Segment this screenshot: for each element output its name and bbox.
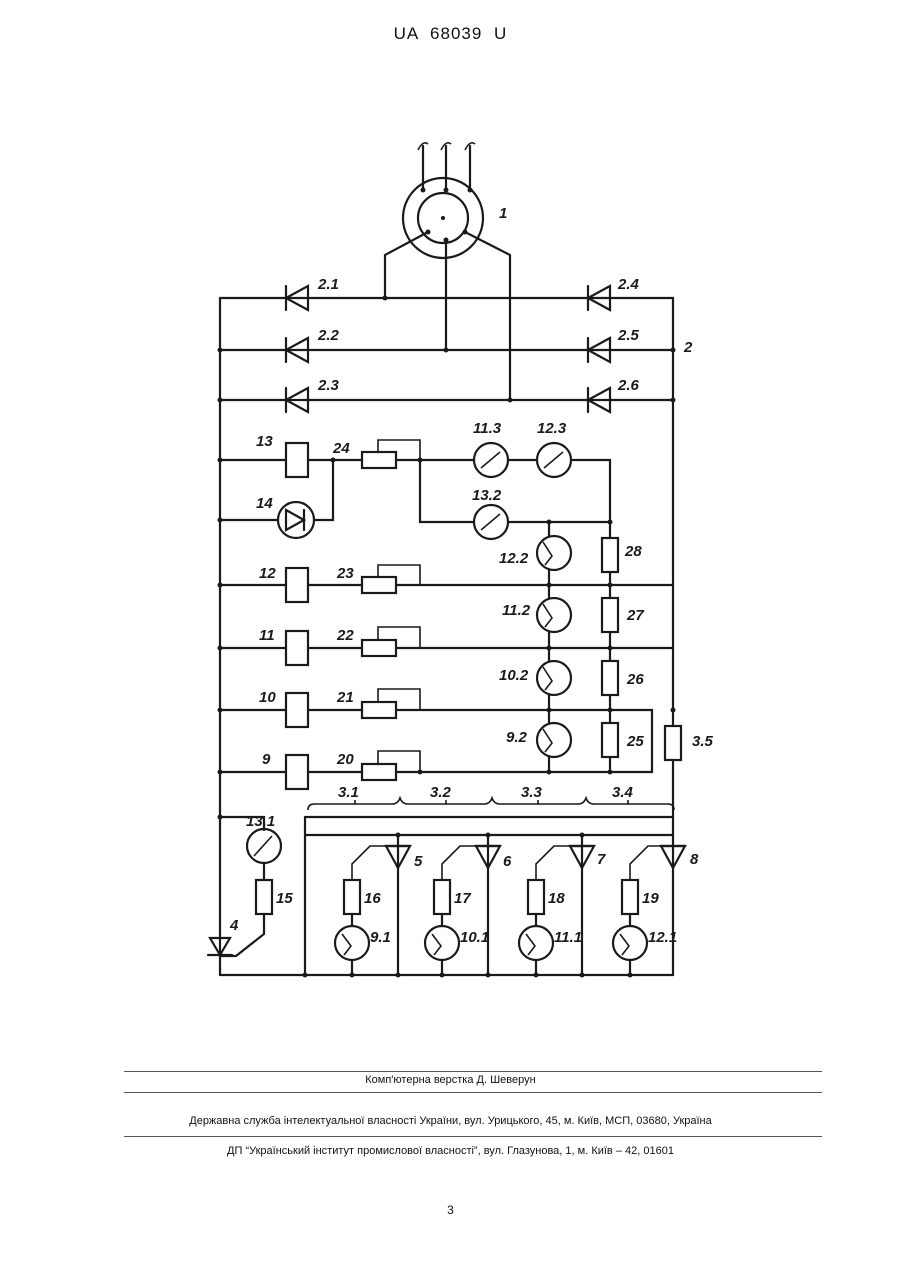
label-k9: 9 <box>262 751 271 768</box>
label-b33: 3.3 <box>521 784 543 801</box>
label-k13: 13 <box>256 433 273 450</box>
label-d6: 6 <box>503 853 512 870</box>
label-r24: 24 <box>332 440 350 457</box>
page-number: 3 <box>0 1203 901 1217</box>
label-r20: 20 <box>336 751 354 768</box>
contact-column <box>537 522 681 975</box>
label-d21: 2.1 <box>317 276 339 293</box>
label-d25: 2.5 <box>617 327 640 344</box>
label-d26: 2.6 <box>617 377 640 394</box>
label-bridge: 2 <box>683 339 693 356</box>
label-k12: 12 <box>259 565 276 582</box>
label-r18: 18 <box>548 890 565 907</box>
label-d24: 2.4 <box>617 276 640 293</box>
label-r35: 3.5 <box>692 733 714 750</box>
label-d23: 2.3 <box>317 377 340 394</box>
label-d4: 4 <box>229 917 239 934</box>
label-s92: 9.2 <box>506 729 528 746</box>
label-s132: 13.2 <box>472 487 502 504</box>
label-r22: 22 <box>336 627 354 644</box>
footer-divider-middle <box>124 1092 822 1093</box>
unit-8 <box>613 846 685 975</box>
label-s131: 13.1 <box>246 813 275 830</box>
label-s123: 12.3 <box>537 420 567 437</box>
label-d5: 5 <box>414 853 423 870</box>
label-s112: 11.2 <box>502 602 531 619</box>
label-b32: 3.2 <box>430 784 452 801</box>
label-s111: 11.1 <box>554 929 582 946</box>
label-s113: 11.3 <box>473 420 502 437</box>
motor-symbol <box>385 143 510 400</box>
label-d7: 7 <box>597 851 606 868</box>
label-r21: 21 <box>336 689 354 706</box>
label-k11: 11 <box>259 627 275 644</box>
label-r19: 19 <box>642 890 659 907</box>
circuit-diagram: 1 2.1 2.2 2.3 2.4 2.5 2.6 2 <box>0 0 901 1030</box>
label-motor: 1 <box>499 205 507 222</box>
footer-divider-bottom <box>124 1136 822 1137</box>
label-s121: 12.1 <box>648 929 677 946</box>
label-s101: 10.1 <box>460 929 489 946</box>
label-s91: 9.1 <box>370 929 391 946</box>
label-r23: 23 <box>336 565 354 582</box>
label-s122: 12.2 <box>499 550 529 567</box>
label-r27: 27 <box>626 607 644 624</box>
label-k10: 10 <box>259 689 276 706</box>
institute-address: ДП “Український інститут промислової вла… <box>0 1145 901 1157</box>
agency-address: Державна служба інтелектуальної власност… <box>0 1115 901 1127</box>
label-s102: 10.2 <box>499 667 529 684</box>
label-r16: 16 <box>364 890 381 907</box>
typesetting-credit: Комп'ютерна верстка Д. Шеверун <box>0 1074 901 1086</box>
label-b34: 3.4 <box>612 784 634 801</box>
label-r15: 15 <box>276 890 293 907</box>
label-b31: 3.1 <box>338 784 359 801</box>
label-d8: 8 <box>690 851 699 868</box>
label-r17: 17 <box>454 890 471 907</box>
footer-divider-top <box>124 1071 822 1072</box>
row-relay-13 <box>218 440 613 539</box>
label-r28: 28 <box>624 543 642 560</box>
label-r26: 26 <box>626 671 644 688</box>
label-r25: 25 <box>626 733 644 750</box>
label-led14: 14 <box>256 495 273 512</box>
label-d22: 2.2 <box>317 327 340 344</box>
